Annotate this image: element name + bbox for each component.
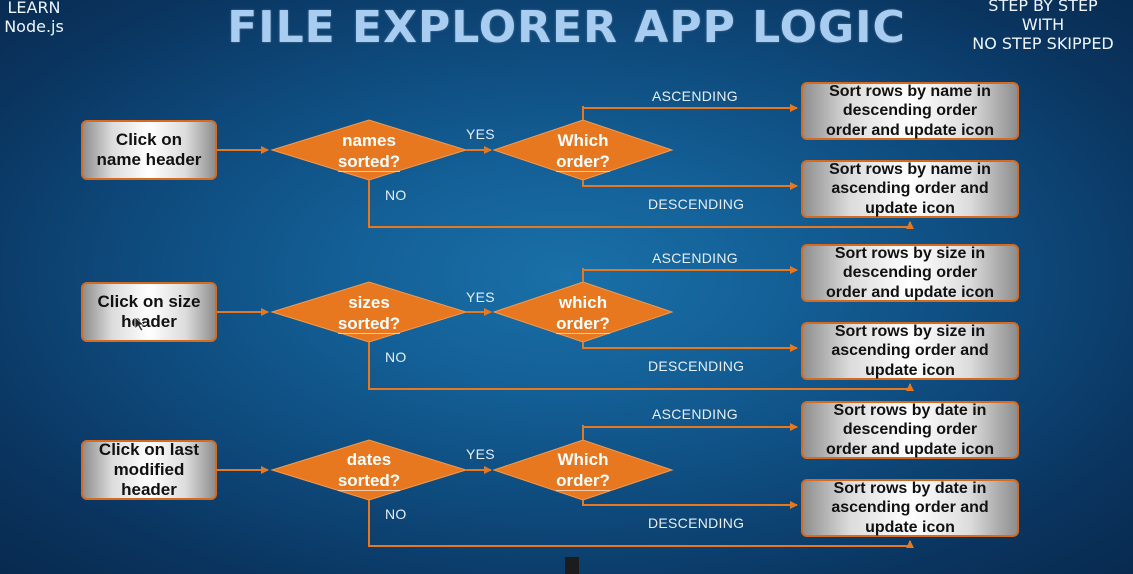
order-diamond	[492, 281, 674, 343]
start-text: header	[121, 480, 177, 499]
start-text: Click on last	[98, 440, 200, 459]
connector-descending	[582, 180, 798, 190]
corner-right-line: NO STEP SKIPPED	[972, 34, 1114, 53]
connector-descending	[582, 342, 798, 352]
decision-text: order?	[556, 314, 610, 334]
edge-label-yes: YES	[466, 289, 495, 305]
connector-ascending	[582, 423, 798, 440]
connector-ascending	[582, 104, 798, 120]
connector-no	[368, 342, 914, 391]
order-diamond	[492, 119, 674, 181]
result-text: order and update icon	[825, 121, 994, 139]
decision-label-which-order: Which order?	[494, 449, 672, 491]
connector-descending	[582, 500, 798, 509]
corner-left-caption: LEARN Node.js	[0, 0, 74, 36]
edge-label-no: NO	[385, 506, 407, 522]
result-text: ascending order and	[831, 180, 989, 198]
decision-text: sorted?	[337, 471, 401, 491]
decision-text: dates	[346, 450, 392, 469]
decision-text: Which	[557, 450, 609, 469]
result-text: Sort rows by date in	[833, 401, 987, 419]
corner-right-line: WITH	[1021, 15, 1065, 34]
result-text: descending order	[842, 102, 978, 120]
result-text: order and update icon	[825, 440, 994, 458]
decision-label-names-sorted: names sorted?	[272, 130, 466, 172]
result-text: descending order	[842, 264, 978, 282]
decision-text: sorted?	[337, 152, 401, 172]
result-text: order and update icon	[825, 283, 994, 301]
corner-left-line: Node.js	[4, 17, 64, 36]
decision-text: order?	[556, 471, 610, 491]
decision-label-which-order: which order?	[494, 292, 672, 334]
edge-label-ascending: ASCENDING	[652, 88, 738, 104]
connector-ascending	[582, 266, 798, 282]
connector-no	[368, 180, 914, 229]
result-text: Sort rows by name in	[829, 160, 991, 178]
result-text: ascending order and	[831, 342, 989, 360]
result-text: Sort rows by date in	[833, 479, 987, 497]
decision-text: Which	[557, 131, 609, 150]
decision-text: names	[342, 131, 396, 150]
corner-right-line: STEP BY STEP	[988, 0, 1098, 15]
decision-text: order?	[556, 152, 610, 172]
start-text: modified	[113, 460, 185, 479]
order-diamond	[492, 439, 674, 501]
start-text: header	[121, 312, 177, 331]
decision-text: which	[558, 293, 608, 312]
edge-label-yes: YES	[466, 446, 495, 462]
result-text: update icon	[865, 199, 955, 217]
result-text: update icon	[865, 518, 955, 536]
decision-label-sizes-sorted: sizes sorted?	[272, 292, 466, 334]
result-text: Sort rows by name in	[829, 82, 991, 100]
result-text: ascending order and	[831, 499, 989, 517]
decision-label-dates-sorted: dates sorted?	[272, 449, 466, 491]
mouse-cursor-icon	[134, 316, 146, 332]
decision-label-which-order: Which order?	[494, 130, 672, 172]
edge-label-yes: YES	[466, 126, 495, 142]
edge-label-ascending: ASCENDING	[652, 406, 738, 422]
start-text: Click on	[115, 130, 183, 149]
connector-no	[368, 500, 914, 548]
result-text: update icon	[865, 361, 955, 379]
edge-label-no: NO	[385, 187, 407, 203]
edge-label-descending: DESCENDING	[648, 196, 745, 212]
edge-label-no: NO	[385, 349, 407, 365]
decision-text: sorted?	[337, 314, 401, 334]
slide-title: FILE EXPLORER APP LOGIC	[227, 2, 906, 53]
start-text: name header	[96, 150, 202, 169]
edge-label-descending: DESCENDING	[648, 358, 745, 374]
bottom-marker-icon	[565, 557, 579, 574]
edge-label-ascending: ASCENDING	[652, 250, 738, 266]
result-text: Sort rows by size in	[834, 244, 986, 262]
corner-right-caption: STEP BY STEP WITH NO STEP SKIPPED	[953, 0, 1133, 53]
edge-label-descending: DESCENDING	[648, 515, 745, 531]
start-text: Click on size	[97, 292, 201, 311]
corner-left-line: LEARN	[7, 0, 61, 17]
result-text: descending order	[842, 421, 978, 439]
decision-text: sizes	[348, 293, 390, 312]
result-text: Sort rows by size in	[834, 322, 986, 340]
